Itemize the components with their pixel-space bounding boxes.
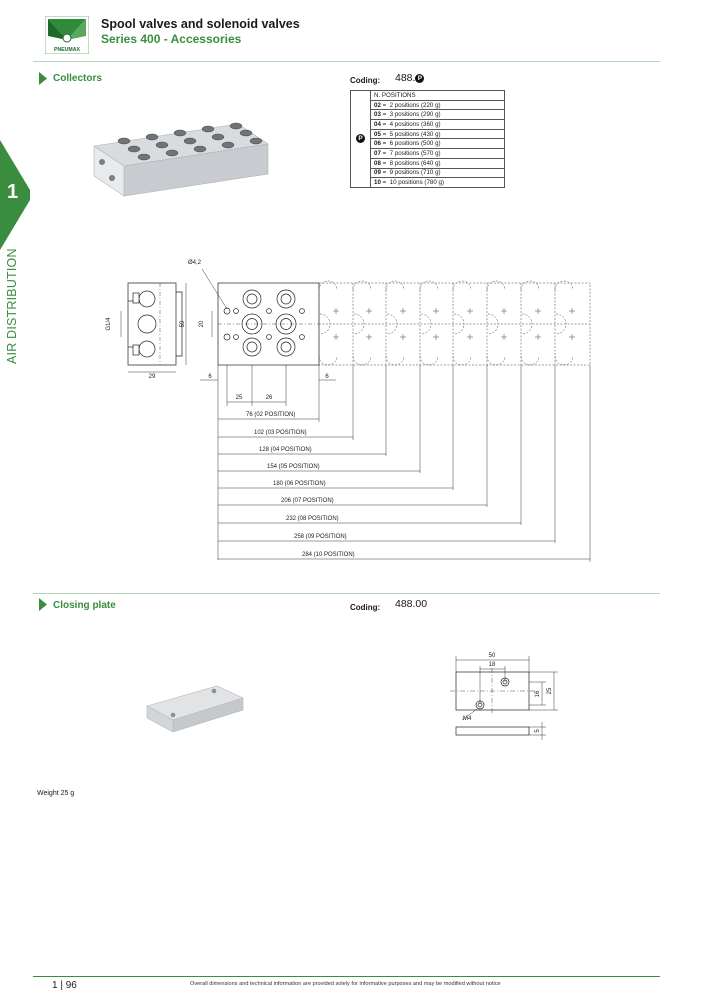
- page-subtitle: Series 400 - Accessories: [101, 32, 242, 46]
- thickness-label: 5: [535, 729, 541, 733]
- chapter-number: 1: [7, 181, 19, 203]
- collector-extension: [318, 280, 591, 366]
- length-label: 128 (04 POSITION): [259, 447, 312, 453]
- footer-note: Overall dimensions and technical informa…: [190, 981, 501, 987]
- collectors-drawing: Ø4,2 G1/4 59 20 29 6 6 25 26 76 (02 POSI…: [106, 260, 591, 562]
- page-number: 1 | 96: [52, 980, 77, 991]
- length-label: 154 (05 POSITION): [267, 464, 320, 470]
- collector-side-view: [127, 282, 183, 366]
- pitch-26-label: 26: [266, 395, 273, 401]
- chapter-tab: [0, 140, 30, 250]
- collectors-title: Collectors: [53, 73, 102, 84]
- length-label: 102 (03 POSITION): [254, 430, 307, 436]
- closing-plate-coding-value: 488.00: [395, 598, 428, 610]
- width-50-label: 50: [489, 653, 496, 659]
- pneumax-logo: PNEUMAX: [45, 16, 89, 54]
- pitch-25-label: 25: [236, 395, 243, 401]
- p-badge-icon: P: [415, 74, 425, 83]
- p-badge-icon: P: [356, 134, 365, 144]
- margin-left-label: 6: [208, 374, 212, 380]
- table-row: 10 = 10 positions (780 g): [370, 177, 505, 188]
- height-59-label: 59: [180, 320, 186, 327]
- length-label: 284 (10 POSITION): [302, 552, 355, 558]
- closing-plate-drawing: 50 18 16 25 M4 5: [450, 653, 558, 740]
- closing-plate-photo: [146, 685, 244, 733]
- length-label: 206 (07 POSITION): [281, 498, 334, 504]
- height-25-label: 25: [547, 687, 553, 694]
- page-title: Spool valves and solenoid valves: [101, 17, 300, 31]
- length-label: 76 (02 POSITION): [246, 412, 295, 418]
- thread-label: M4: [463, 716, 472, 722]
- table-badge-cell: P: [350, 90, 371, 188]
- offset-18-label: 18: [489, 662, 496, 668]
- width-29-label: 29: [149, 374, 156, 380]
- port-label: G1/4: [106, 317, 112, 331]
- height-20-label: 20: [199, 320, 205, 327]
- length-label: 258 (09 POSITION): [294, 534, 347, 540]
- collectors-photo: [93, 122, 269, 197]
- weight-note: Weight 25 g: [37, 790, 75, 797]
- collector-dimensions: [120, 268, 591, 562]
- header-divider: [33, 61, 660, 62]
- collector-extension-marks: [333, 308, 575, 340]
- footer-divider: [33, 976, 660, 977]
- closing-plate-coding-label: Coding:: [350, 603, 381, 612]
- section-arrow-icon: [39, 72, 47, 85]
- section-divider: [33, 593, 660, 594]
- collectors-coding-label: Coding:: [350, 76, 381, 85]
- margin-right-label: 6: [325, 374, 329, 380]
- closing-plate-title: Closing plate: [53, 600, 116, 611]
- positions-table: P N. POSITIONS 02 = 2 positions (220 g) …: [350, 90, 505, 188]
- svg-text:PNEUMAX: PNEUMAX: [54, 47, 80, 53]
- length-label: 180 (06 POSITION): [273, 481, 326, 487]
- hole-diameter-label: Ø4,2: [188, 260, 202, 266]
- collectors-coding-value: 488.P: [395, 72, 425, 84]
- height-16-label: 16: [535, 690, 541, 697]
- length-label: 232 (08 POSITION): [286, 516, 339, 522]
- section-arrow-icon: [39, 598, 47, 611]
